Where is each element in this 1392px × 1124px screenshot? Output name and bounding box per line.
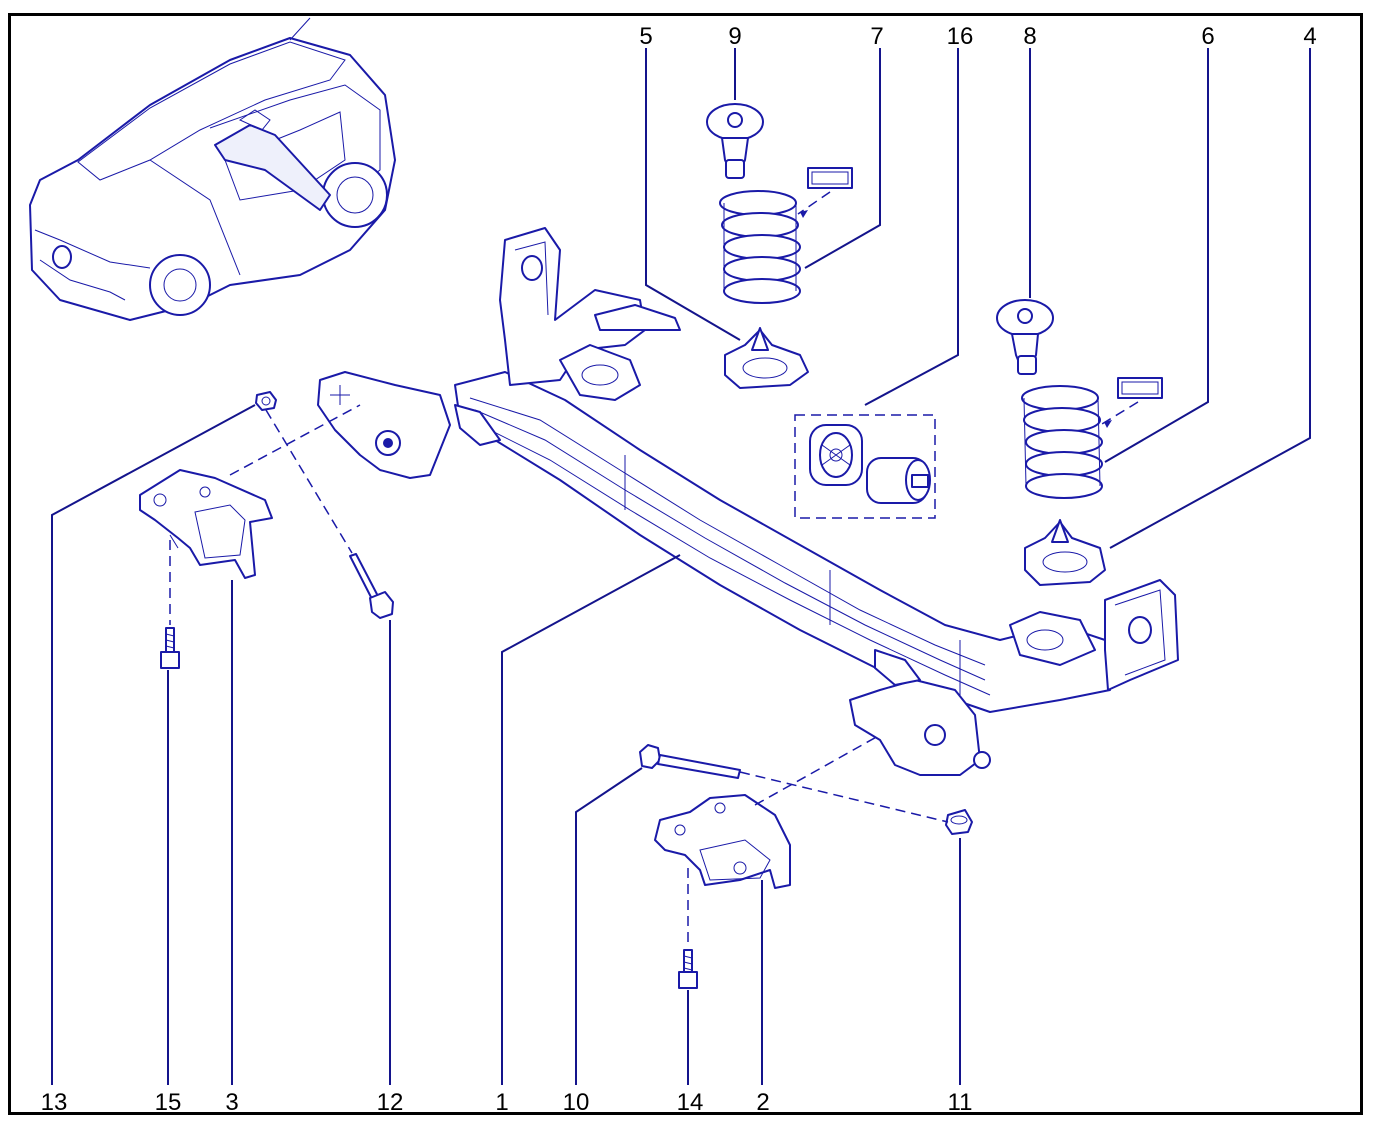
axle-beam bbox=[317, 227, 1179, 776]
right-bracket-bolt bbox=[678, 949, 698, 989]
right-pivot-bolt bbox=[639, 744, 741, 779]
left-nut bbox=[255, 391, 277, 411]
right-mounting-bracket bbox=[654, 794, 791, 889]
left-bracket-bolt bbox=[160, 627, 180, 669]
right-nut bbox=[945, 809, 973, 835]
callout-14: 14 bbox=[677, 1089, 704, 1116]
callout-4: 4 bbox=[1303, 23, 1316, 50]
axle-bushing-kit bbox=[794, 414, 936, 519]
assembly-guide-lines bbox=[169, 404, 949, 948]
callout-5: 5 bbox=[639, 23, 652, 50]
car-locator-illustration bbox=[29, 17, 396, 321]
left-coil-spring-assembly bbox=[706, 103, 853, 389]
left-pivot-bolt bbox=[349, 553, 394, 619]
callout-15: 15 bbox=[155, 1089, 182, 1116]
callout-16: 16 bbox=[947, 23, 974, 50]
callout-11: 11 bbox=[948, 1089, 973, 1116]
callout-1: 1 bbox=[495, 1089, 508, 1116]
callout-9: 9 bbox=[728, 23, 741, 50]
callout-2: 2 bbox=[756, 1089, 769, 1116]
right-coil-spring-assembly bbox=[996, 299, 1163, 586]
callout-3: 3 bbox=[225, 1089, 238, 1116]
callout-10: 10 bbox=[563, 1089, 590, 1116]
callout-labels: 5 9 7 16 8 6 4 13 15 3 12 1 10 14 2 11 bbox=[41, 23, 1317, 1116]
leader-lines bbox=[51, 48, 1311, 1085]
callout-13: 13 bbox=[41, 1089, 68, 1116]
callout-8: 8 bbox=[1023, 23, 1036, 50]
callout-12: 12 bbox=[377, 1089, 404, 1116]
callout-7: 7 bbox=[870, 23, 883, 50]
callout-6: 6 bbox=[1201, 23, 1214, 50]
left-mounting-bracket bbox=[139, 469, 273, 579]
